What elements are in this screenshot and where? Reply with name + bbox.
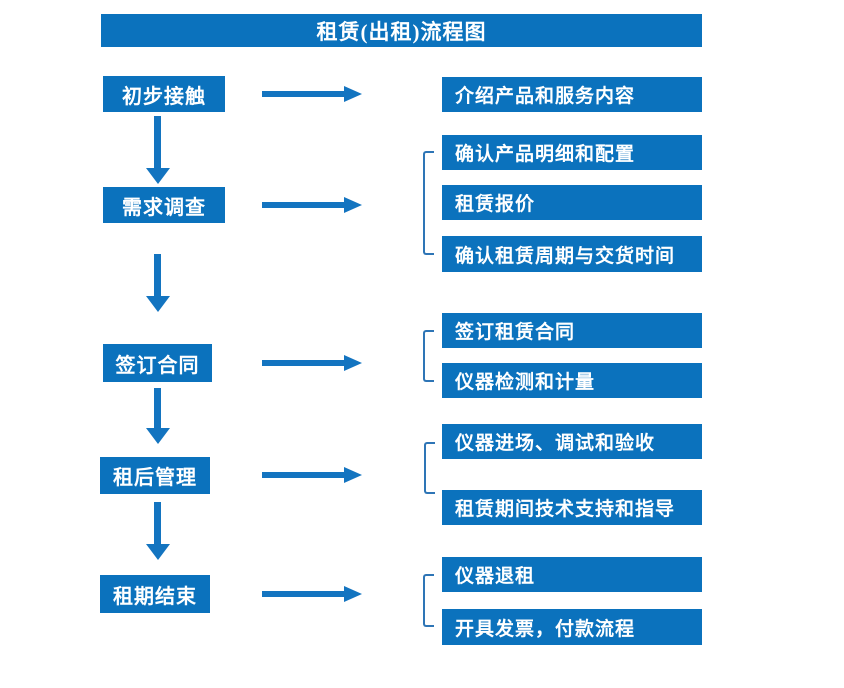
step-box-demand-survey: 需求调查 xyxy=(103,187,225,223)
arrow-head xyxy=(146,428,170,444)
group-bracket xyxy=(423,330,434,382)
step-label: 租期结束 xyxy=(113,585,197,608)
right-arrow-icon xyxy=(262,355,362,371)
down-arrow-icon xyxy=(146,502,170,560)
arrow-shaft xyxy=(262,591,345,597)
arrow-shaft xyxy=(154,388,161,429)
output-box: 确认租赁周期与交货时间 xyxy=(442,236,702,272)
output-label: 租赁期间技术支持和指导 xyxy=(455,499,676,520)
output-box: 开具发票，付款流程 xyxy=(442,609,702,645)
output-label: 签订租赁合同 xyxy=(455,322,576,343)
down-arrow-icon xyxy=(146,254,170,312)
output-box: 仪器进场、调试和验收 xyxy=(442,424,702,459)
arrow-head xyxy=(344,86,362,102)
right-arrow-icon xyxy=(262,467,362,483)
output-label: 介绍产品和服务内容 xyxy=(455,86,636,107)
arrow-head xyxy=(344,355,362,371)
output-label: 租赁报价 xyxy=(455,194,536,215)
output-label: 仪器退租 xyxy=(455,566,536,587)
step-label: 需求调查 xyxy=(122,196,206,219)
down-arrow-icon xyxy=(146,388,170,444)
output-label: 仪器进场、调试和验收 xyxy=(455,433,656,454)
arrow-shaft xyxy=(262,202,345,208)
flowchart-title-bar: 租赁(出租)流程图 xyxy=(101,14,702,47)
arrow-shaft xyxy=(154,502,161,545)
output-box: 租赁报价 xyxy=(442,185,702,220)
group-bracket xyxy=(423,151,434,255)
arrow-head xyxy=(344,197,362,213)
output-label: 仪器检测和计量 xyxy=(455,372,596,393)
right-arrow-icon xyxy=(262,86,362,102)
step-box-sign-contract: 签订合同 xyxy=(103,344,212,382)
output-box: 介绍产品和服务内容 xyxy=(442,77,702,112)
output-label: 开具发票，付款流程 xyxy=(455,618,636,640)
group-bracket xyxy=(424,442,435,494)
step-box-rental-end: 租期结束 xyxy=(100,575,210,613)
step-label: 签订合同 xyxy=(115,354,200,377)
right-arrow-icon xyxy=(262,197,362,213)
arrow-shaft xyxy=(262,91,345,97)
step-box-post-rental-management: 租后管理 xyxy=(100,457,210,494)
arrow-shaft xyxy=(154,254,161,297)
output-box: 仪器检测和计量 xyxy=(442,363,702,398)
output-label: 确认产品明细和配置 xyxy=(455,144,636,165)
arrow-head xyxy=(344,586,362,602)
arrow-head xyxy=(146,168,170,184)
group-bracket xyxy=(423,574,434,627)
output-box: 租赁期间技术支持和指导 xyxy=(442,490,702,525)
output-box: 签订租赁合同 xyxy=(442,313,702,348)
output-box: 仪器退租 xyxy=(442,557,702,592)
output-box: 确认产品明细和配置 xyxy=(442,135,702,170)
arrow-shaft xyxy=(262,472,345,478)
arrow-head xyxy=(146,296,170,312)
arrow-shaft xyxy=(262,360,345,366)
down-arrow-icon xyxy=(146,116,170,184)
arrow-shaft xyxy=(154,116,161,169)
flowchart-title: 租赁(出租)流程图 xyxy=(316,19,487,44)
step-label: 租后管理 xyxy=(113,467,197,489)
right-arrow-icon xyxy=(262,586,362,602)
step-label: 初步接触 xyxy=(122,85,206,108)
output-label: 确认租赁周期与交货时间 xyxy=(455,245,676,267)
step-box-initial-contact: 初步接触 xyxy=(103,76,225,112)
arrow-head xyxy=(344,467,362,483)
arrow-head xyxy=(146,544,170,560)
